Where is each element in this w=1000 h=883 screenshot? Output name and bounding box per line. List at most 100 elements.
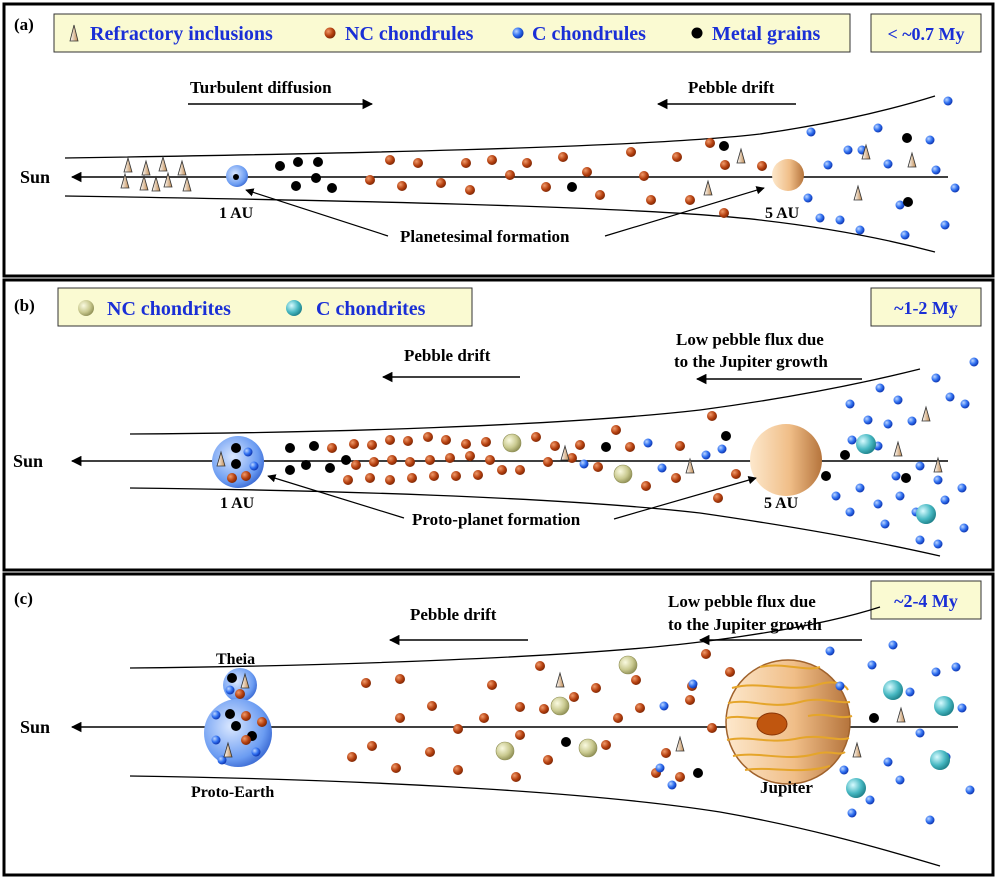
proto-earth-label: Proto-Earth	[191, 784, 274, 801]
panel-b-tag: (b)	[14, 296, 35, 315]
nc-chondrule-dot	[451, 471, 461, 481]
nc-chondrule-dot	[453, 724, 463, 734]
nc-chondrule-dot	[675, 772, 685, 782]
c-chondrule-dot	[855, 483, 865, 493]
panel-b-disk-upper	[129, 368, 921, 435]
legend-nc-chondrule-label: NC chondrules	[345, 23, 474, 45]
refractory-inclusion-marker	[896, 706, 906, 723]
metal-grain-dot	[309, 441, 319, 451]
nc-chondrule-dot	[601, 740, 611, 750]
nc-chondrule-dot	[531, 432, 541, 442]
c-chondrule-dot	[895, 200, 905, 210]
nc-chondrule-dot	[473, 470, 483, 480]
c-chondrule-dot	[211, 710, 221, 720]
nc-chondrule-dot	[241, 711, 251, 721]
c-chondrule-dot	[865, 795, 875, 805]
panel-c-disk-upper	[129, 606, 881, 669]
nc-chondrule-dot	[453, 765, 463, 775]
panel-a-sun-label: Sun	[20, 167, 50, 187]
nc-chondrule-dot	[661, 748, 671, 758]
nc-chondrule-dot	[385, 435, 395, 445]
c-chondrule-dot	[701, 450, 711, 460]
panel-a-particles	[120, 96, 960, 240]
c-chondrule-dot	[251, 747, 261, 757]
c-chondrule-dot	[959, 523, 969, 533]
legend-c-chondrite-label: C chondrites	[316, 298, 426, 320]
c-chondrule-dot	[950, 183, 960, 193]
refractory-inclusion-marker	[736, 147, 746, 164]
c-chondrule-dot	[940, 220, 950, 230]
nc-chondrite-dot	[502, 433, 522, 453]
c-chondrule-dot	[880, 519, 890, 529]
nc-chondrule-dot	[515, 465, 525, 475]
nc-chondrule-dot	[227, 473, 237, 483]
c-chondrite-dot	[856, 434, 876, 454]
nc-chondrule-dot	[405, 457, 415, 467]
metal-grain-dot	[285, 443, 295, 453]
nc-chondrule-dot	[481, 437, 491, 447]
nc-chondrule-dot	[487, 155, 497, 165]
c-chondrule-dot	[867, 660, 877, 670]
c-chondrule-dot	[655, 763, 665, 773]
nc-chondrule-dot	[582, 167, 592, 177]
nc-chondrite-dot	[613, 464, 633, 484]
c-chondrule-dot	[688, 679, 698, 689]
nc-chondrule-dot	[725, 667, 735, 677]
metal-grain-dot	[840, 450, 850, 460]
legend-nc-chondrule-icon	[324, 27, 336, 39]
refractory-inclusion-marker	[151, 175, 161, 192]
nc-chondrule-dot	[425, 747, 435, 757]
nc-chondrule-dot	[567, 453, 577, 463]
nc-chondrule-dot	[685, 195, 695, 205]
nc-chondrule-dot	[635, 703, 645, 713]
c-chondrule-dot	[957, 483, 967, 493]
c-chondrule-dot	[845, 507, 855, 517]
c-chondrule-dot	[957, 703, 967, 713]
nc-chondrule-dot	[343, 475, 353, 485]
c-chondrule-dot	[931, 667, 941, 677]
metal-grain-dot	[561, 737, 571, 747]
refractory-inclusion-marker	[555, 671, 565, 688]
refractory-inclusion-marker	[675, 735, 685, 752]
c-chondrule-dot	[855, 225, 865, 235]
c-chondrule-dot	[883, 757, 893, 767]
panel-b-flux-label-2: to the Jupiter growth	[674, 352, 828, 371]
nc-chondrule-dot	[569, 692, 579, 702]
nc-chondrule-dot	[485, 455, 495, 465]
nc-chondrule-dot	[385, 475, 395, 485]
nc-chondrule-dot	[558, 152, 568, 162]
nc-chondrule-dot	[436, 178, 446, 188]
nc-chondrule-dot	[397, 181, 407, 191]
c-chondrule-dot	[873, 499, 883, 509]
panel-b-formation-arrow-1au	[267, 474, 405, 519]
refractory-inclusion-marker	[216, 450, 226, 467]
nc-chondrite-dot	[495, 741, 515, 761]
panel-b-particles	[216, 357, 979, 549]
c-chondrule-dot	[933, 539, 943, 549]
c-chondrule-dot	[667, 780, 677, 790]
nc-chondrule-dot	[705, 138, 715, 148]
c-chondrule-dot	[579, 459, 589, 469]
refractory-inclusion-marker	[685, 457, 695, 474]
nc-chondrule-dot	[423, 432, 433, 442]
metal-grain-dot	[325, 463, 335, 473]
c-chondrule-dot	[835, 215, 845, 225]
c-chondrule-dot	[960, 399, 970, 409]
nc-chondrule-dot	[461, 158, 471, 168]
nc-chondrule-dot	[505, 170, 515, 180]
metal-grain-dot	[693, 768, 703, 778]
nc-chondrule-dot	[395, 674, 405, 684]
panel-b-legend: NC chondrites C chondrites	[57, 287, 473, 327]
c-chondrule-dot	[657, 463, 667, 473]
metal-grain-dot	[903, 197, 913, 207]
nc-chondrule-dot	[351, 460, 361, 470]
c-chondrule-dot	[925, 135, 935, 145]
nc-chondrule-dot	[720, 160, 730, 170]
nc-chondrule-dot	[441, 435, 451, 445]
jupiter-body	[725, 659, 853, 785]
panel-a-formation-arrow-1au	[245, 188, 389, 237]
c-chondrule-dot	[931, 165, 941, 175]
nc-chondrule-dot	[731, 469, 741, 479]
c-chondrule-dot	[915, 535, 925, 545]
nc-chondrule-dot	[365, 175, 375, 185]
